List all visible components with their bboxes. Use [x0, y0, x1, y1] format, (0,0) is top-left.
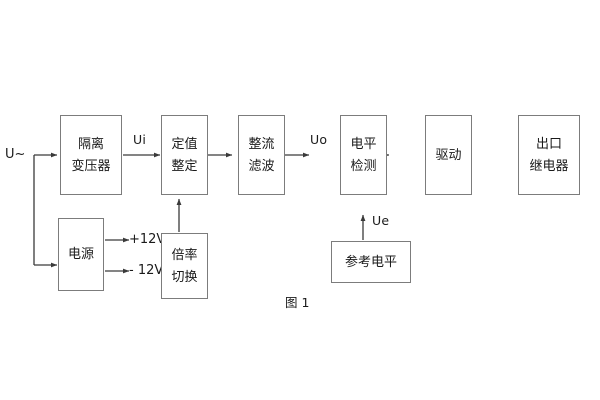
wire-source-branch — [33, 152, 58, 268]
block-setting-value-line2: 整定 — [171, 158, 198, 174]
signal-label-ui: Ui — [133, 132, 147, 147]
block-rectifier-filter-line1: 整流 — [248, 136, 275, 152]
block-multiplier-switch-line1: 倍率 — [171, 247, 198, 263]
block-rectifier-filter-line2: 滤波 — [248, 158, 275, 174]
block-setting-value[interactable]: 定值 整定 — [161, 115, 208, 195]
signal-label-uo: Uo — [310, 132, 328, 147]
signal-label-ue: Ue — [372, 213, 390, 228]
power-rail-positive-label: +12V — [129, 232, 166, 247]
block-output-relay[interactable]: 出口 继电器 — [518, 115, 580, 195]
block-multiplier-switch-line2: 切换 — [171, 269, 198, 285]
block-level-detect[interactable]: 电平 检测 — [340, 115, 387, 195]
block-output-relay-line1: 出口 — [535, 136, 562, 152]
source-label-u-ac: U~ — [5, 147, 26, 162]
block-rectifier-filter[interactable]: 整流 滤波 — [238, 115, 285, 195]
block-reference-level[interactable]: 参考电平 — [331, 241, 411, 283]
block-setting-value-line1: 定值 — [171, 136, 198, 152]
block-power-supply-line1: 电源 — [67, 247, 94, 262]
figure-caption: 图 1 — [285, 295, 310, 310]
block-level-detect-line2: 检测 — [350, 158, 377, 174]
block-driver[interactable]: 驱动 — [425, 115, 472, 195]
block-isolation-transformer-line1: 隔离 — [77, 136, 104, 152]
block-isolation-transformer[interactable]: 隔离 变压器 — [60, 115, 122, 195]
block-multiplier-switch[interactable]: 倍率 切换 — [161, 233, 208, 299]
power-rail-negative-label: - 12V — [129, 263, 164, 278]
block-output-relay-line2: 继电器 — [529, 158, 569, 174]
block-driver-line1: 驱动 — [435, 147, 462, 163]
block-isolation-transformer-line2: 变压器 — [71, 158, 111, 174]
block-reference-level-line1: 参考电平 — [344, 254, 397, 270]
block-level-detect-line1: 电平 — [350, 136, 377, 152]
block-power-supply[interactable]: 电源 — [58, 218, 104, 291]
